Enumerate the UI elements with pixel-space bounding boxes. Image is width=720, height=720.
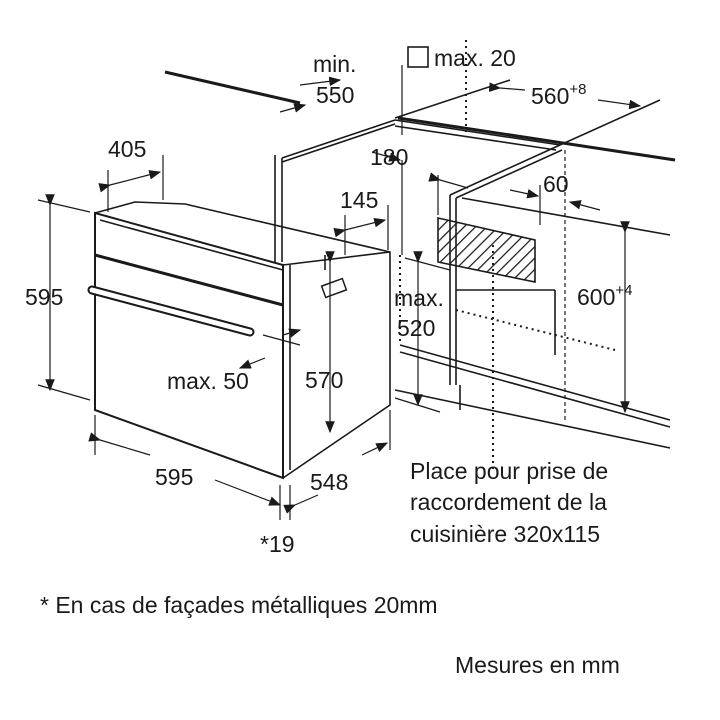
width-595-label: 595 [155,464,193,490]
max-520-label: 520 [397,315,435,341]
max-label: max. [394,285,444,311]
depth-548-label: 548 [310,469,348,495]
d180-label: 180 [370,144,408,170]
height-600-value: 600 [577,284,615,310]
max-20-label: max. 20 [434,45,516,71]
d405-label: 405 [108,136,146,162]
max-50-label: max. 50 [167,368,249,394]
d570-label: 570 [305,367,343,393]
width-560-label: 560+8 [531,81,586,109]
oven [87,201,391,480]
d60-label: 60 [543,171,569,197]
units-note: Mesures en mm [455,652,620,678]
d145-label: 145 [340,187,378,213]
star-19-label: *19 [260,531,295,557]
height-595-label: 595 [25,284,63,310]
footnote: * En cas de façades métalliques 20mm [40,592,438,618]
socket-note-line-1: Place pour prise de [410,458,608,484]
square-icon [407,46,429,68]
width-560-tolerance: +8 [569,81,586,98]
width-560-value: 560 [531,83,569,109]
min-label: min. [313,51,356,77]
height-600-tolerance: +4 [615,282,632,299]
socket-area-hatched [437,216,536,283]
dimension-lines [37,65,642,520]
socket-note-line-2: raccordement de la [410,489,607,515]
min-550-label: 550 [316,82,354,108]
cabinet-niche [164,70,676,449]
height-600-label: 600+4 [577,282,632,310]
socket-note-line-3: cuisinière 320x115 [410,521,600,547]
